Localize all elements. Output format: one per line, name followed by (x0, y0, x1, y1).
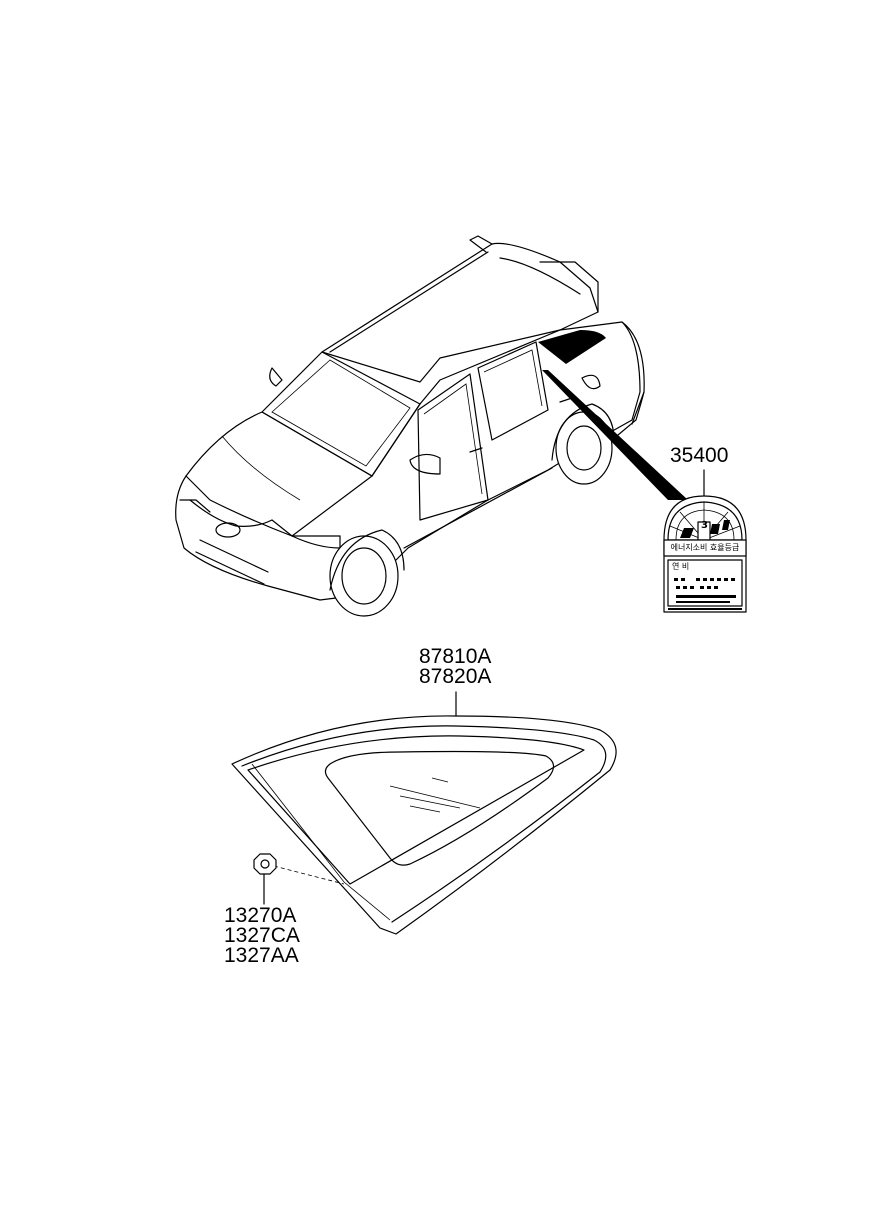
callout-clip-line-3: 1327AA (224, 944, 299, 967)
callout-clip-line-1: 13270A (224, 904, 297, 927)
suv-illustration (175, 235, 645, 617)
callout-glass-line-2: 87820A (419, 665, 492, 688)
glass-mounting-clip (253, 853, 345, 905)
sticker-leader-arrow (542, 370, 688, 500)
sticker-grade: 3 (701, 520, 708, 531)
sticker-row-label: 연 비 (672, 562, 690, 571)
sticker-heading: 에너지소비 효율등급 (670, 543, 740, 552)
callout-emission-label: 35400 (670, 444, 729, 467)
quarter-glass (231, 691, 617, 935)
callout-glass-line-1: 87810A (419, 645, 492, 668)
callout-clip-line-2: 1327CA (224, 924, 300, 947)
efficiency-label-sticker (663, 469, 747, 613)
